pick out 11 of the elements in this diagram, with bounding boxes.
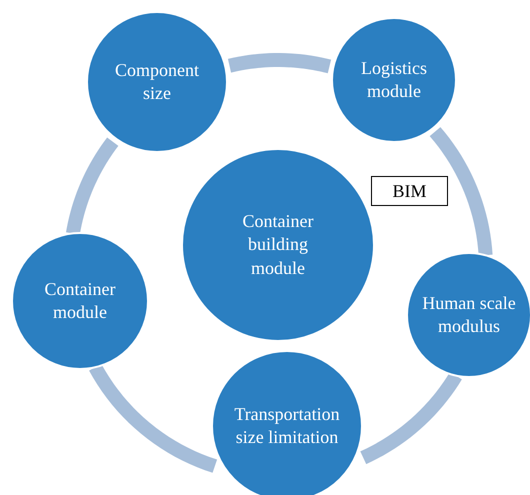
- ring-connector: [89, 364, 218, 473]
- node-label: Transportation size limitation: [233, 402, 341, 449]
- ring-connector: [227, 53, 332, 74]
- label-box: [371, 176, 448, 206]
- node-label: Human scale modulus: [421, 292, 517, 338]
- node-label: Container module: [44, 278, 116, 324]
- ring-connector: [430, 127, 493, 256]
- node-label: Logistics module: [360, 56, 428, 103]
- node-label: BIM: [392, 180, 426, 202]
- node-label: Container building module: [242, 210, 314, 280]
- node-label: Component size: [114, 58, 200, 105]
